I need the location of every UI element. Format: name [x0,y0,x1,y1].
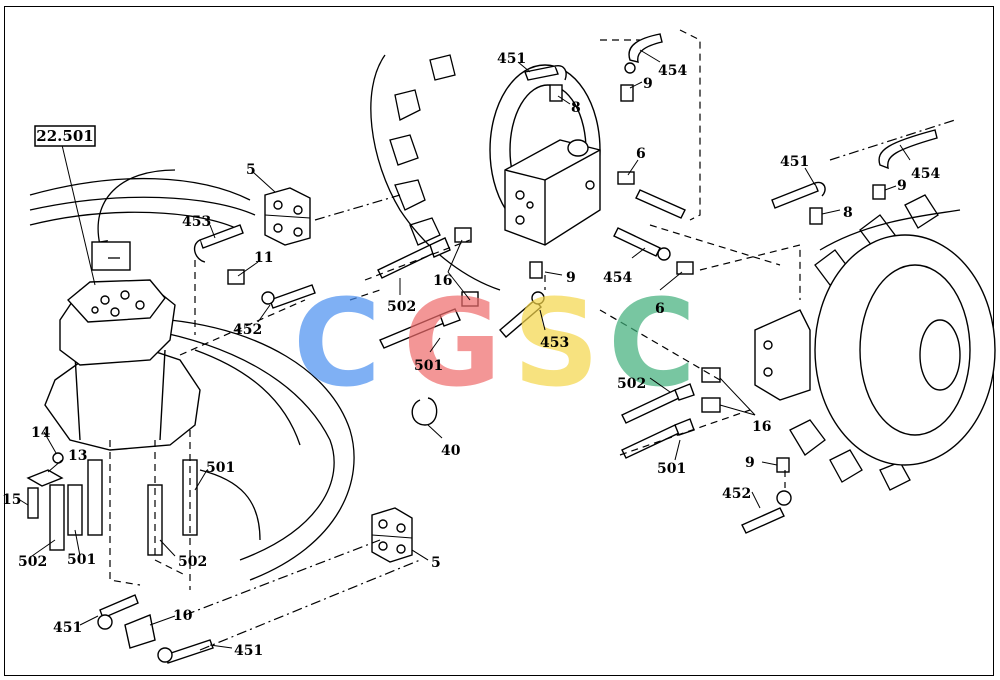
label-14: 14 [31,425,51,441]
clamp-block-top [252,171,311,246]
label-451-bottom-left: 451 [53,620,82,636]
watermark-letter-s: S [513,275,599,414]
label-452-left: 452 [233,322,262,338]
center-sprocket [370,29,701,291]
reference-box [34,125,96,147]
label-6-mid: 6 [636,146,646,162]
label-5-top: 5 [246,162,256,178]
label-8-right: 8 [843,205,853,221]
part-labels: 451 454 8 9 5 453 11 452 6 16 9 454 502 … [2,51,940,659]
swing-motor-left [29,144,355,581]
right-sprocket [754,194,996,491]
label-501-col: 501 [206,460,235,476]
label-454-right: 454 [911,166,940,182]
label-454-top: 454 [658,63,687,79]
label-6-low: 6 [655,301,665,317]
label-502-col: 502 [178,554,207,570]
watermark-letter-c1: C [293,275,381,414]
leader-lines [19,49,911,649]
label-451-top: 451 [497,51,526,67]
clamp-block-bottom [371,507,429,563]
label-5-low: 5 [431,555,441,571]
label-8-top: 8 [571,100,581,116]
label-9-mid: 9 [566,270,576,286]
label-10: 10 [173,608,193,624]
label-501-right: 501 [657,461,686,477]
label-16-mid: 16 [433,273,452,289]
label-453-left: 453 [182,214,211,230]
label-451-right: 451 [780,154,809,170]
watermark: C G S C [293,275,696,414]
label-11: 11 [254,250,273,266]
lower-left-parts [26,452,198,556]
label-502-right: 502 [617,376,646,392]
label-15: 15 [2,492,21,508]
label-453-mid: 453 [540,335,569,351]
label-16-right: 16 [752,419,771,435]
label-501-mid: 501 [414,358,443,374]
label-9-right: 9 [897,178,907,194]
label-9-top: 9 [643,76,653,92]
label-502-mid: 502 [387,299,416,315]
connection-lines [109,119,956,651]
reference-box-label: 22.501 [36,127,93,145]
label-13: 13 [68,448,87,464]
label-452-right: 452 [722,486,751,502]
label-454-mid: 454 [603,270,632,286]
label-502-low: 502 [18,554,47,570]
label-501-low: 501 [67,552,96,568]
watermark-letter-g: G [403,275,502,414]
label-40: 40 [441,443,461,459]
label-451-bottom-mid: 451 [234,643,263,659]
label-9-low: 9 [745,455,755,471]
watermark-letter-c2: C [608,275,696,414]
